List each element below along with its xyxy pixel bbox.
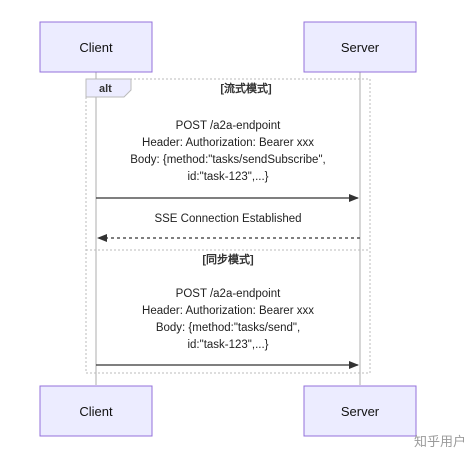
message-3-line-2: Header: Authorization: Bearer xxx (142, 305, 314, 317)
client-actor-bottom[interactable]: Client (39, 385, 153, 437)
alt-frame (85, 78, 371, 374)
alt-label-box (85, 78, 132, 98)
message-1-line-1: POST /a2a-endpoint (176, 120, 281, 132)
message-3-line-1: POST /a2a-endpoint (176, 288, 281, 300)
server-actor-label: Server (341, 40, 380, 55)
client-actor-bottom-label: Client (79, 404, 113, 419)
alt-condition-streaming: [流式模式] (220, 81, 272, 95)
watermark: 知乎用户 (414, 434, 466, 449)
message-1-line-3: Body: {method:"tasks/sendSubscribe", (130, 154, 325, 166)
message-sse-established: SSE Connection Established (97, 213, 360, 242)
alt-condition-sync: [同步模式] (202, 252, 254, 266)
server-actor-bottom[interactable]: Server (303, 385, 417, 437)
client-actor-label: Client (79, 40, 113, 55)
alt-label: alt (99, 83, 112, 95)
message-1-line-4: id:"task-123",...} (187, 171, 268, 183)
server-actor-bottom-label: Server (341, 404, 380, 419)
message-send: POST /a2a-endpoint Header: Authorization… (96, 288, 359, 369)
message-3-line-4: id:"task-123",...} (187, 339, 268, 351)
client-actor-top[interactable]: Client (39, 21, 153, 73)
message-1-line-2: Header: Authorization: Bearer xxx (142, 137, 314, 149)
server-actor-top[interactable]: Server (303, 21, 417, 73)
message-3-line-3: Body: {method:"tasks/send", (156, 322, 300, 334)
message-2-line-1: SSE Connection Established (154, 213, 301, 225)
message-send-subscribe: POST /a2a-endpoint Header: Authorization… (96, 120, 359, 202)
